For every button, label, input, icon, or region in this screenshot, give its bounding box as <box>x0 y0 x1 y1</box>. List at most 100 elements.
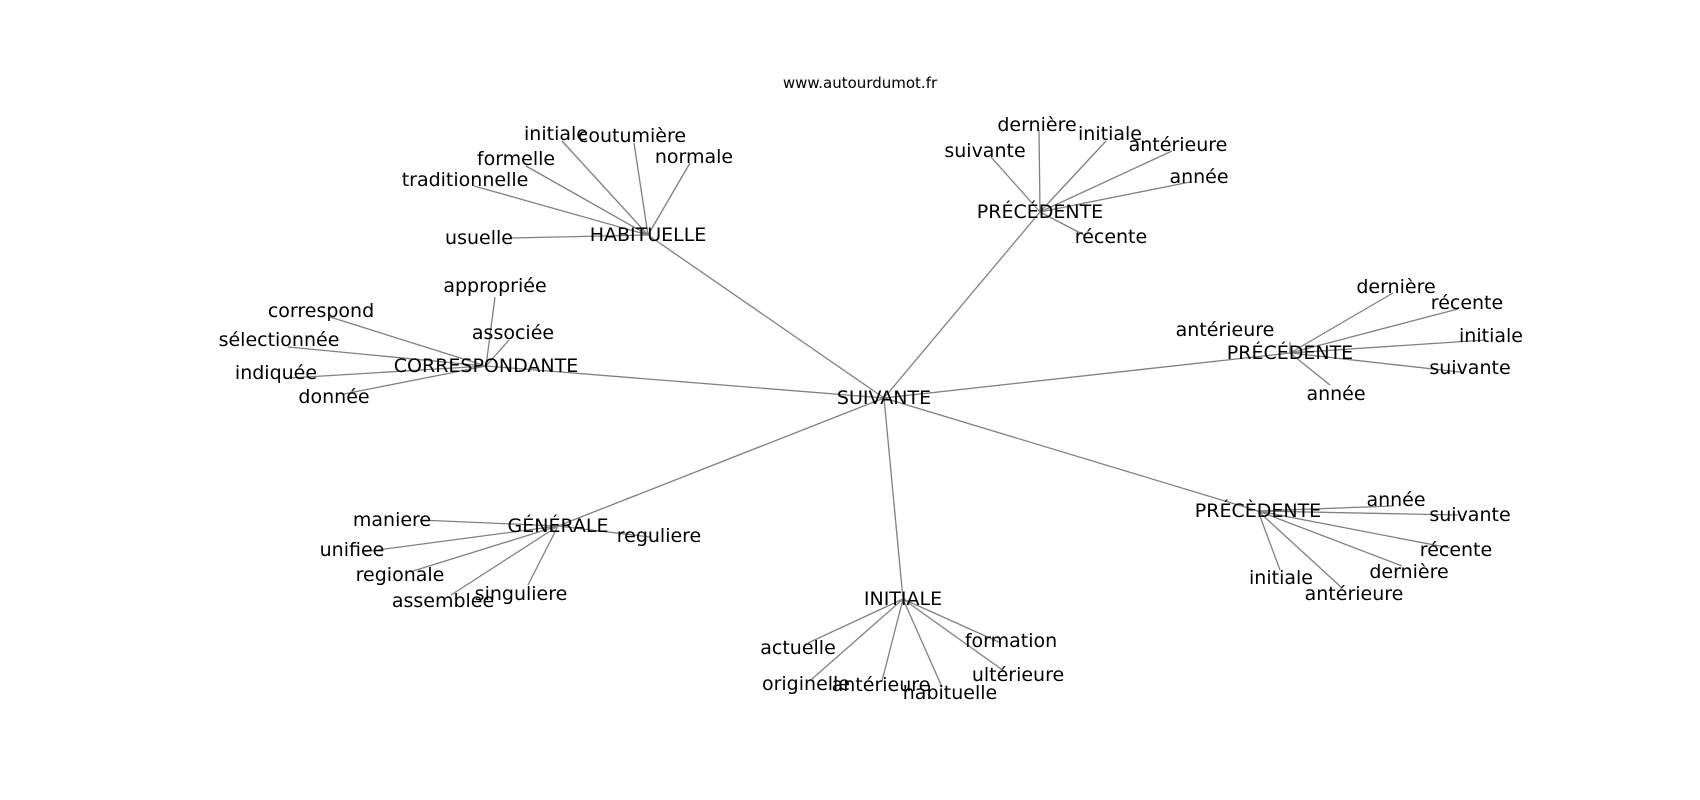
leaf-node-label: initiale <box>1459 325 1523 347</box>
hub-to-leaf-edge <box>902 598 1005 672</box>
hub-to-leaf-edge <box>1289 292 1394 354</box>
center-to-hub-edge <box>883 211 1041 399</box>
hub-to-leaf-edge <box>1289 352 1461 373</box>
hub-to-leaf-edge <box>1039 140 1107 213</box>
hub-node-label: PRÉCÈDENTE <box>1195 499 1321 522</box>
hub-node-label: GÉNÉRALE <box>508 514 609 537</box>
hub-to-leaf-edge <box>990 156 1041 213</box>
labels-layer: SUIVANTEHABITUELLEinitialecoutumièrenorm… <box>219 114 1523 704</box>
leaf-node-label: année <box>1366 489 1425 511</box>
leaf-node-label: dernière <box>1356 276 1435 298</box>
leaf-node-label: antérieure <box>1129 134 1228 156</box>
leaf-node-label: formelle <box>477 148 555 170</box>
hub-to-leaf-edge <box>412 525 559 572</box>
hub-to-leaf-edge <box>1039 181 1191 213</box>
watermark-text: www.autourdumot.fr <box>783 74 938 92</box>
hub-to-leaf-edge <box>1038 129 1041 213</box>
leaf-node-label: récente <box>1420 539 1492 561</box>
hub-to-leaf-edge <box>633 142 649 236</box>
leaf-node-label: suivante <box>944 140 1025 162</box>
hub-to-leaf-edge <box>1257 510 1459 516</box>
hub-to-leaf-edge <box>881 598 904 682</box>
leaf-node-label: sélectionnée <box>219 329 340 351</box>
edges-layer <box>287 129 1487 688</box>
leaf-node-label: indiquée <box>235 362 317 384</box>
leaf-node-label: reguliere <box>617 525 702 547</box>
leaf-node-label: année <box>1306 383 1365 405</box>
hub-to-leaf-edge <box>1257 510 1403 567</box>
center-to-hub-edge <box>883 352 1291 399</box>
center-to-hub-edge <box>485 365 885 399</box>
hub-to-leaf-edge <box>485 296 496 367</box>
leaf-node-label: unifiee <box>320 539 385 561</box>
leaf-node-label: antérieure <box>1176 319 1275 341</box>
leaf-node-label: initiale <box>524 123 588 145</box>
leaf-node-label: initiale <box>1249 567 1313 589</box>
leaf-node-label: dernière <box>997 114 1076 136</box>
leaf-node-label: année <box>1169 166 1228 188</box>
leaf-node-label: suivante <box>1429 504 1510 526</box>
leaf-node-label: singuliere <box>475 583 568 605</box>
leaf-node-label: appropriée <box>443 275 546 297</box>
center-to-hub-edge <box>557 397 885 527</box>
leaf-node-label: donnée <box>298 386 369 408</box>
hub-to-leaf-edge <box>1039 150 1173 213</box>
hub-to-leaf-edge <box>485 339 510 367</box>
leaf-node-label: récente <box>1431 292 1503 314</box>
hub-to-leaf-edge <box>525 165 649 236</box>
leaf-node-label: coutumière <box>578 125 686 147</box>
leaf-node-label: antérieure <box>832 674 931 696</box>
hub-to-leaf-edge <box>902 598 943 688</box>
center-to-hub-edge <box>883 397 904 600</box>
leaf-node-label: initiale <box>1078 123 1142 145</box>
hub-to-leaf-edge <box>473 185 649 236</box>
hub-to-leaf-edge <box>329 316 487 367</box>
hub-to-leaf-edge <box>419 519 559 527</box>
hub-to-leaf-edge <box>361 525 559 553</box>
leaf-node-label: assemblee <box>392 590 494 612</box>
hub-to-leaf-edge <box>1257 510 1343 589</box>
hub-node-label: PRÉCÉDENTE <box>977 200 1103 223</box>
hub-node-label: INITIALE <box>864 588 942 610</box>
leaf-node-label: suivante <box>1429 357 1510 379</box>
hub-to-leaf-edge <box>287 346 487 367</box>
hub-to-leaf-edge <box>557 525 651 538</box>
hub-to-leaf-edge <box>450 525 559 596</box>
hub-node-label: HABITUELLE <box>590 224 707 246</box>
hub-to-leaf-edge <box>1039 211 1087 237</box>
hub-to-leaf-edge <box>1257 505 1394 512</box>
leaf-node-label: dernière <box>1369 561 1448 583</box>
hub-to-leaf-edge <box>1289 308 1459 354</box>
leaf-node-label: regionale <box>356 564 445 586</box>
center-to-hub-edge <box>647 234 885 399</box>
hub-to-leaf-edge <box>902 598 1002 644</box>
hub-node-label: PRÉCÉDENTE <box>1227 341 1353 364</box>
leaf-node-label: maniere <box>353 509 431 531</box>
hub-to-leaf-edge <box>1289 352 1331 386</box>
leaf-node-label: originelle <box>762 673 850 695</box>
hub-to-leaf-edge <box>289 365 487 379</box>
hub-to-leaf-edge <box>511 234 649 239</box>
leaf-node-label: usuelle <box>445 227 513 249</box>
hub-to-leaf-edge <box>527 525 559 586</box>
leaf-node-label: correspond <box>268 300 374 322</box>
hub-to-leaf-edge <box>1257 510 1451 549</box>
leaf-node-label: ultérieure <box>972 664 1064 686</box>
leaf-node-label: antérieure <box>1305 583 1404 605</box>
center-node-label: SUIVANTE <box>837 387 931 409</box>
center-to-hub-edge <box>883 397 1259 512</box>
hub-node-label: CORRESPONDANTE <box>394 355 578 377</box>
hub-to-leaf-edge <box>1289 339 1487 354</box>
hub-to-leaf-edge <box>811 598 904 680</box>
leaf-node-label: habituelle <box>903 682 997 704</box>
leaf-node-label: actuelle <box>760 637 836 659</box>
leaf-node-label: normale <box>655 146 733 168</box>
hub-to-leaf-edge <box>807 598 904 644</box>
hub-to-leaf-edge <box>647 162 691 236</box>
leaf-node-label: traditionnelle <box>402 169 529 191</box>
leaf-node-label: associée <box>472 322 554 344</box>
hub-to-leaf-edge <box>343 365 487 395</box>
leaf-node-label: récente <box>1075 226 1147 248</box>
hub-to-leaf-edge <box>561 140 649 236</box>
